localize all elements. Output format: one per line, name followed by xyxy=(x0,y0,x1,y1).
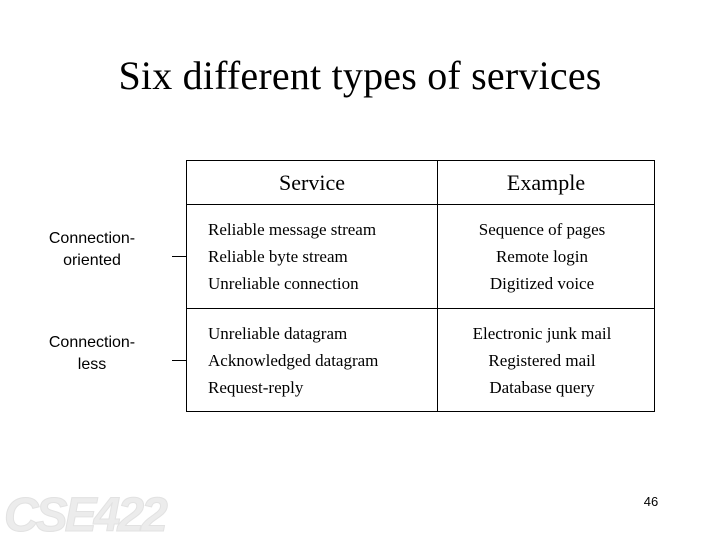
example-item: Database query xyxy=(489,377,595,397)
page-title: Six different types of services xyxy=(118,53,602,98)
example-item: Registered mail xyxy=(488,350,596,370)
column-header-service: Service xyxy=(186,160,438,205)
service-item: Unreliable connection xyxy=(208,274,359,294)
table-row: Unreliable datagram Acknowledged datagra… xyxy=(186,307,655,412)
example-item: Electronic junk mail xyxy=(472,323,612,343)
cell-service-connection-oriented: Reliable message stream Reliable byte st… xyxy=(186,204,438,309)
category-label-connectionless: Connection- less xyxy=(22,332,162,376)
cell-example-connectionless: Electronic junk mail Registered mail Dat… xyxy=(437,307,655,412)
service-item: Request-reply xyxy=(208,377,304,397)
service-item: Acknowledged datagram xyxy=(208,350,379,370)
course-watermark: CSE422 xyxy=(4,489,169,542)
example-item: Sequence of pages xyxy=(478,220,606,240)
category-label-line: Connection- xyxy=(48,230,136,247)
example-item: Digitized voice xyxy=(489,274,595,294)
cell-service-connectionless: Unreliable datagram Acknowledged datagra… xyxy=(186,307,438,412)
category-label-line: Connection- xyxy=(48,334,136,351)
page-number: 46 xyxy=(643,494,659,509)
category-tick-connection-oriented xyxy=(172,256,186,257)
category-label-line: oriented xyxy=(63,252,121,269)
service-item: Reliable byte stream xyxy=(208,247,348,267)
services-table: Service Example Reliable message stream … xyxy=(186,160,655,412)
service-item: Reliable message stream xyxy=(208,220,377,240)
table-row: Reliable message stream Reliable byte st… xyxy=(186,204,655,309)
cell-example-connection-oriented: Sequence of pages Remote login Digitized… xyxy=(437,204,655,309)
column-header-example: Example xyxy=(437,160,655,205)
category-label-connection-oriented: Connection- oriented xyxy=(22,228,162,272)
category-tick-connectionless xyxy=(172,360,186,361)
example-item: Remote login xyxy=(495,247,589,267)
category-label-line: less xyxy=(77,356,107,373)
service-item: Unreliable datagram xyxy=(208,323,348,343)
table-header-row: Service Example xyxy=(186,160,655,205)
